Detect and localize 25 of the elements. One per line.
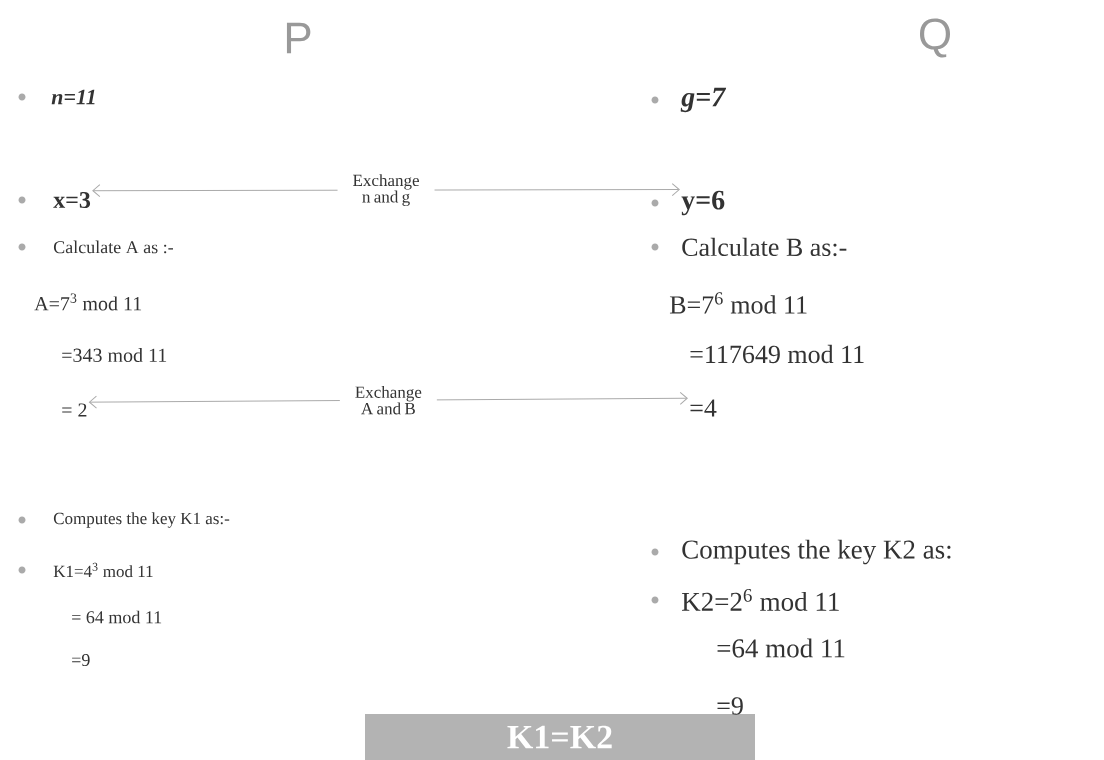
calculation-text: =64 mod 11 [717,638,845,658]
column-heading: P [286,22,311,54]
calculation-text: =117649 mod 11 [690,344,864,364]
calculation-text: A=7$^{3}$ mod 11 [34,293,142,311]
calculation-text: K1=4$^{3}$ mod 11 [53,562,153,578]
column-heading: Q [920,18,950,58]
value-text: =4 [690,399,717,417]
calculation-text: = 64 mod 11 [72,610,162,624]
calculation-text: n=11 [51,89,95,105]
value-text: x=3 [53,191,91,209]
calculation-text: =9 [717,697,743,715]
calculation-text: =343 mod 11 [62,347,167,363]
calculation-text: Computes the key K2 as: [682,539,951,565]
calculation-text: Calculate B as:- [682,237,847,257]
calculation-text: Calculate A as :- [53,240,174,254]
result-banner: K1=K2 [365,714,755,760]
calculation-text: =9 [72,653,90,667]
calculation-text: B=7$^{6}$ mod 11 [669,292,807,314]
value-text: = 2 [62,403,87,417]
value-text: y=6 [681,190,725,216]
calculation-text: Computes the key K1 as:- [53,512,230,528]
calculation-text: K2=2$^{6}$ mod 11 [682,589,839,611]
calculation-text: g=7 [680,87,727,113]
edge-label: Exchange A and B [339,385,437,416]
edge-label: Exchange n and g [337,173,435,208]
